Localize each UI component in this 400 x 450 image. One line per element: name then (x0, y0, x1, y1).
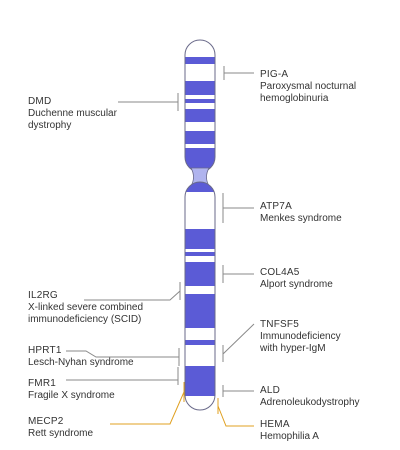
hema-label: HEMA Hemophilia A (260, 419, 319, 443)
disease-name: Lesch-Nyhan syndrome (28, 357, 134, 368)
disease-name: Immunodeficiency with hyper-IgM (260, 331, 341, 354)
disease-name: Hemophilia A (260, 431, 319, 442)
gene-name: IL2RG (28, 290, 58, 301)
il2rg-label: IL2RG X-linked severe combined immunodef… (28, 290, 178, 326)
chromosome-band (185, 109, 215, 122)
hema-leader-line (217, 398, 254, 427)
chromosome-band (185, 252, 215, 256)
chromosome-q-arm (184, 181, 216, 411)
chromosome-p-arm (184, 39, 216, 173)
gene-name: ATP7A (260, 201, 292, 212)
gene-name: DMD (28, 96, 52, 107)
tnfsf5-leader-line (222, 323, 255, 362)
disease-name: X-linked severe combined immunodeficienc… (28, 302, 144, 325)
chromosome-band (185, 366, 215, 396)
pig-a-label: PIG-A Paroxysmal nocturnal hemoglobinuri… (260, 69, 395, 105)
chromosome-band (185, 229, 215, 249)
disease-name: Paroxysmal nocturnal hemoglobinuria (260, 81, 357, 104)
hprt1-label: HPRT1 Lesch-Nyhan syndrome (28, 345, 134, 369)
chromosome-band (185, 81, 215, 95)
dmd-leader-line (118, 93, 179, 111)
gene-name: MECP2 (28, 416, 64, 427)
pig-a-leader-line (223, 66, 254, 80)
disease-name: Rett syndrome (28, 428, 94, 439)
chromosome-band (185, 57, 215, 64)
mecp2-label: MECP2 Rett syndrome (28, 416, 93, 440)
gene-name: TNFSF5 (260, 319, 299, 330)
disease-name: Alport syndrome (260, 279, 333, 290)
atp7a-leader-line (222, 193, 254, 223)
disease-name: Duchenne muscular dystrophy (28, 108, 117, 131)
gene-name: COL4A5 (260, 267, 300, 278)
fmr1-label: FMR1 Fragile X syndrome (28, 378, 115, 402)
gene-name: ALD (260, 385, 281, 396)
gene-name: HEMA (260, 419, 290, 430)
tnfsf5-label: TNFSF5 Immunodeficiency with hyper-IgM (260, 319, 352, 355)
atp7a-label: ATP7A Menkes syndrome (260, 201, 342, 225)
chromosome-band (185, 340, 215, 345)
chromosome-band (185, 262, 215, 286)
gene-name: PIG-A (260, 69, 289, 80)
gene-name: FMR1 (28, 378, 57, 389)
il2rg-leader-line (84, 282, 181, 301)
dmd-label: DMD Duchenne muscular dystrophy (28, 96, 148, 132)
chromosome-band (185, 182, 215, 192)
ald-leader-line (222, 385, 254, 397)
chromosome-band (185, 294, 215, 328)
chromosome-band (185, 131, 215, 144)
hprt1-leader-line (66, 348, 180, 366)
ald-label: ALD Adrenoleukodystrophy (260, 385, 360, 409)
disease-name: Fragile X syndrome (28, 390, 115, 401)
chromosome-band (185, 99, 215, 103)
gene-name: HPRT1 (28, 345, 62, 356)
disease-name: Adrenoleukodystrophy (260, 397, 360, 408)
fmr1-leader-line (66, 367, 179, 385)
col4a5-leader-line (222, 265, 254, 283)
disease-name: Menkes syndrome (260, 213, 342, 224)
mecp2-leader-line (110, 382, 185, 425)
col4a5-label: COL4A5 Alport syndrome (260, 267, 333, 291)
